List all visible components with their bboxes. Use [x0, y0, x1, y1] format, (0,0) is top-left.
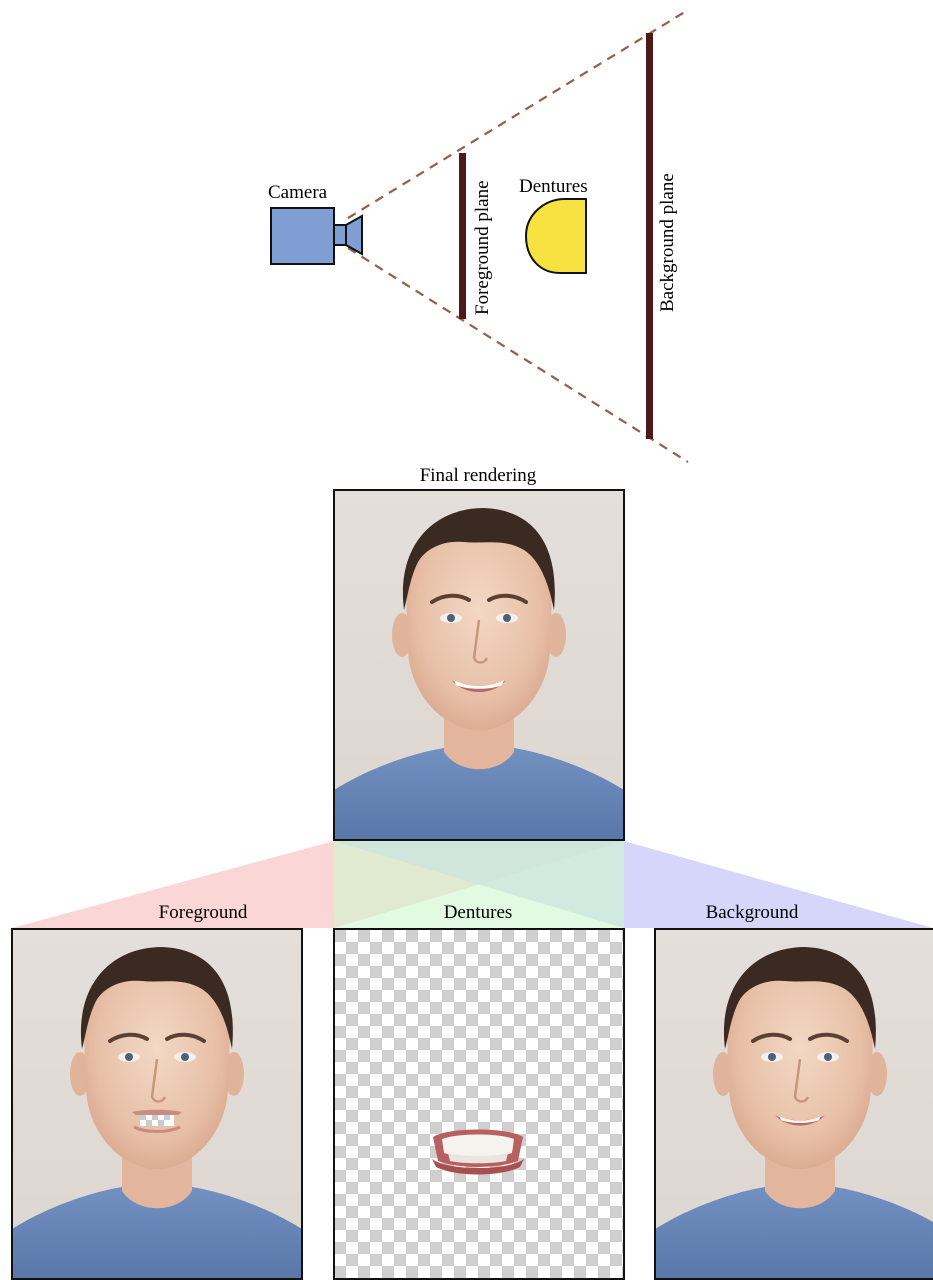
background-panel-title: Background: [706, 902, 799, 923]
foreground-plane-bar: [459, 153, 466, 319]
dentures-projection-wedge: [334, 841, 624, 928]
background-panel-image: [653, 927, 933, 1280]
foreground-panel-image: [10, 927, 304, 1280]
dentures-panel-title: Dentures: [444, 902, 513, 923]
layer-projection-overlay: [12, 841, 933, 928]
dentures-shape-icon: [524, 198, 587, 274]
final-rendering-title: Final rendering: [420, 465, 537, 486]
frustum-lower-line: [347, 247, 689, 463]
camera-hood-icon: [345, 214, 363, 256]
camera-lens-icon: [333, 224, 347, 246]
camera-setup-diagram: Camera Foreground plane Dentures Backgro…: [268, 9, 689, 463]
denture-model-icon: [432, 1129, 524, 1175]
final-rendering-image: [332, 488, 626, 842]
frustum-upper-line: [347, 9, 689, 219]
dentures-label: Dentures: [519, 176, 588, 197]
camera-body-icon: [270, 207, 335, 265]
background-plane-bar: [646, 33, 653, 439]
foreground-panel-title: Foreground: [159, 902, 248, 923]
camera-label: Camera: [268, 182, 328, 203]
background-projection-wedge: [334, 841, 933, 928]
dentures-panel-image: [333, 928, 625, 1280]
foreground-plane-label: Foreground plane: [472, 180, 493, 315]
background-plane-label: Background plane: [657, 173, 678, 312]
